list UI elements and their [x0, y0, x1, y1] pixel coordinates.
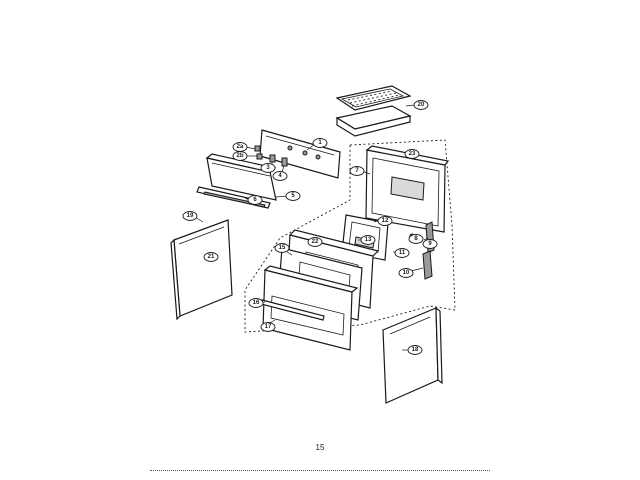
- svg-text:17: 17: [265, 324, 272, 330]
- control-housing: [205, 153, 277, 201]
- callout-18: 18: [407, 345, 423, 355]
- svg-text:1: 1: [318, 140, 322, 146]
- svg-text:10: 10: [403, 270, 410, 276]
- svg-text:19: 19: [187, 213, 194, 219]
- callout-6: 6: [247, 195, 263, 205]
- svg-text:22: 22: [312, 239, 319, 245]
- callout-2a: 2a: [232, 142, 248, 152]
- callout-5: 5: [285, 191, 301, 201]
- callout-23: 23: [404, 149, 420, 159]
- callout-20: 20: [413, 100, 429, 110]
- callout-10: 10: [398, 268, 414, 278]
- callout-16: 16: [248, 298, 264, 308]
- svg-text:9: 9: [428, 241, 432, 247]
- callout-7: 7: [349, 166, 365, 176]
- svg-text:5: 5: [291, 193, 295, 199]
- svg-text:13: 13: [365, 237, 372, 243]
- page-number: 15: [315, 443, 325, 452]
- svg-text:2b: 2b: [236, 153, 243, 159]
- svg-text:2a: 2a: [237, 144, 244, 150]
- callout-15: 15: [274, 243, 290, 253]
- callout-21: 21: [203, 252, 219, 262]
- knob-hardware: [254, 145, 288, 167]
- svg-text:15: 15: [279, 245, 286, 251]
- svg-text:7: 7: [355, 168, 359, 174]
- callout-12: 12: [377, 216, 393, 226]
- svg-text:4: 4: [278, 173, 282, 179]
- broiler-pan: [335, 85, 412, 137]
- callout-11: 11: [394, 248, 410, 258]
- svg-text:18: 18: [412, 347, 419, 353]
- svg-text:23: 23: [409, 151, 416, 157]
- callout-9: 9: [422, 239, 438, 249]
- svg-text:8: 8: [414, 236, 418, 242]
- callout-3: 3: [260, 163, 276, 173]
- callout-22: 22: [307, 237, 323, 247]
- callout-19: 19: [182, 211, 198, 221]
- callout-1: 1: [312, 138, 328, 148]
- right-side-panel: [382, 306, 443, 404]
- callout-2b: 2b: [232, 151, 248, 161]
- svg-text:21: 21: [208, 254, 215, 260]
- callout-4: 4: [272, 171, 288, 181]
- svg-text:6: 6: [253, 197, 257, 203]
- lower-drawer-front: [260, 265, 359, 351]
- svg-text:16: 16: [253, 300, 260, 306]
- callout-8: 8: [408, 234, 424, 244]
- svg-text:11: 11: [399, 250, 406, 256]
- callout-17: 17: [260, 322, 276, 332]
- callout-13: 13: [360, 235, 376, 245]
- svg-text:12: 12: [382, 218, 389, 224]
- svg-text:20: 20: [418, 102, 425, 108]
- left-side-panel: [170, 219, 233, 321]
- bottom-rule: [150, 470, 490, 471]
- svg-text:3: 3: [266, 165, 270, 171]
